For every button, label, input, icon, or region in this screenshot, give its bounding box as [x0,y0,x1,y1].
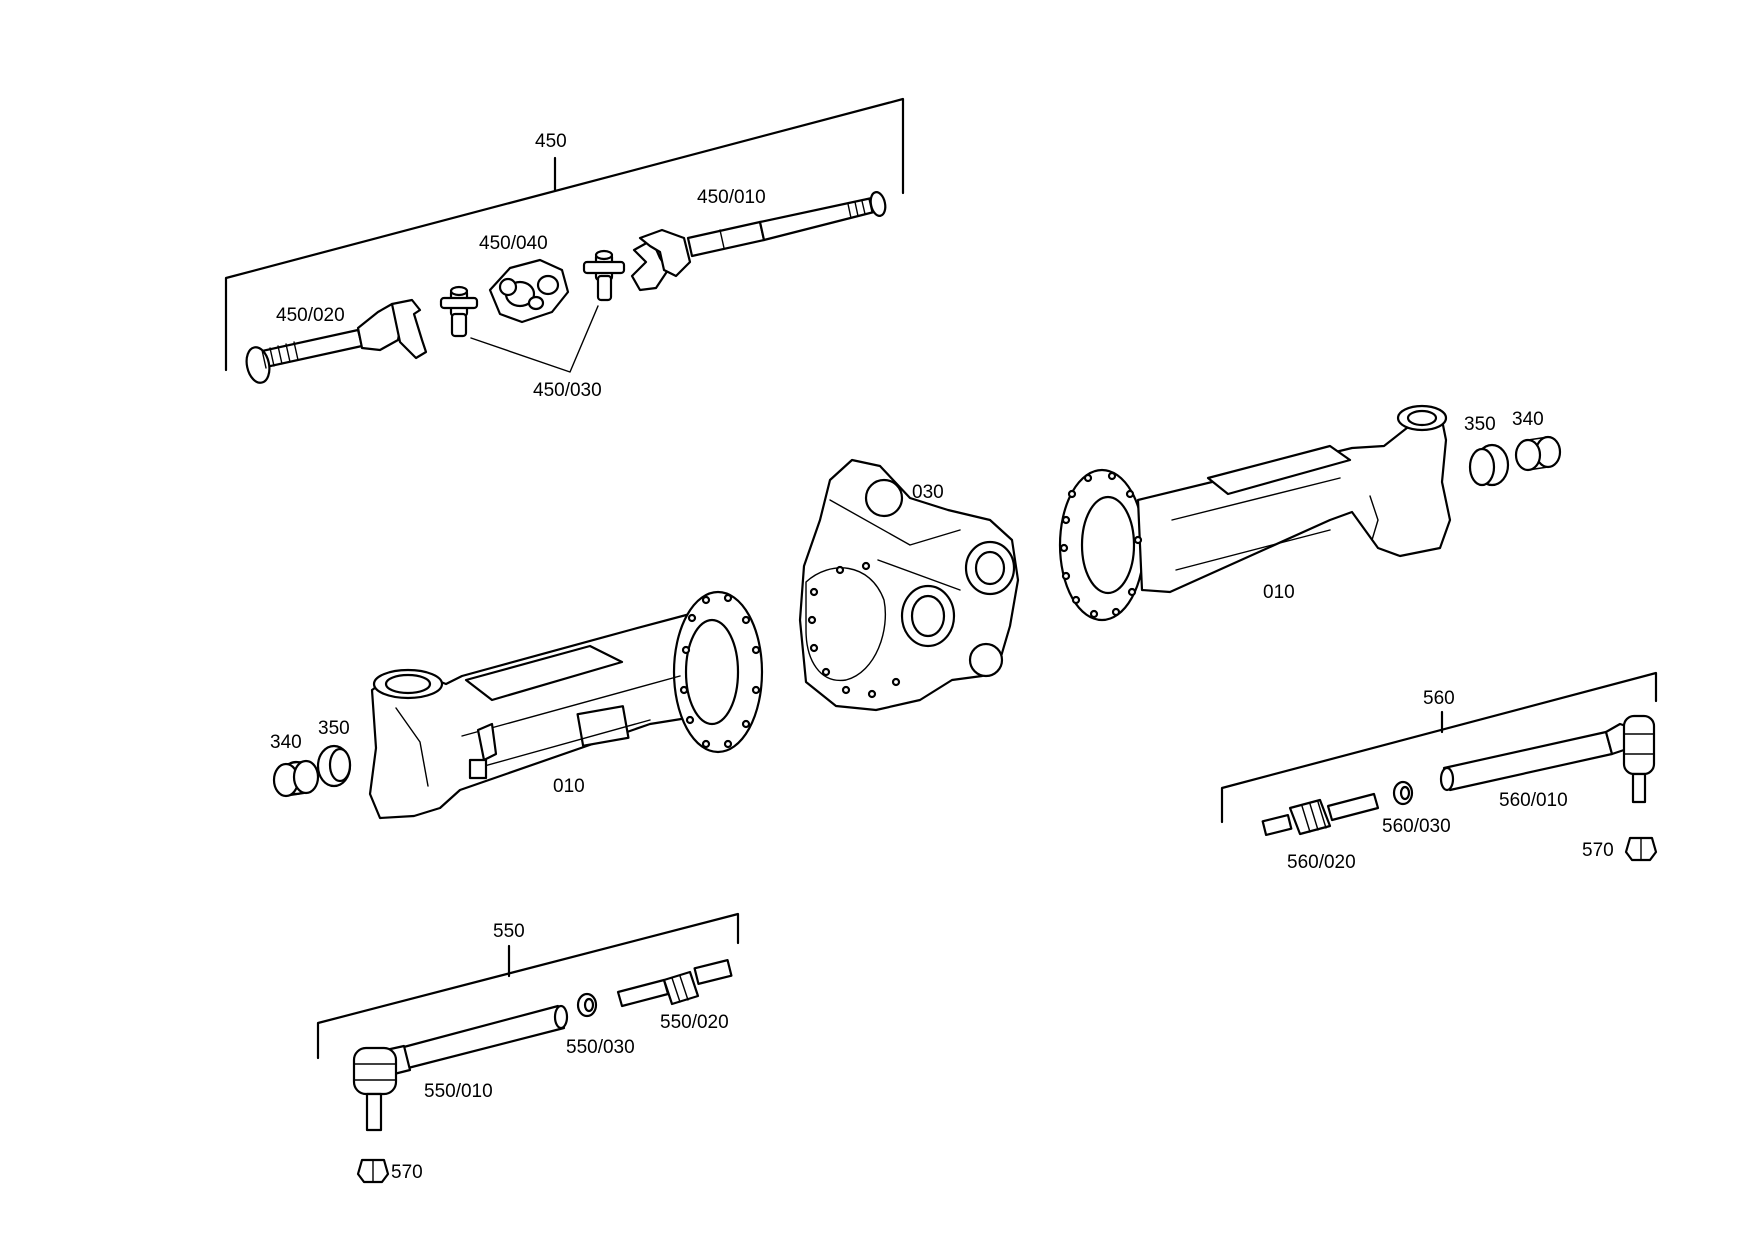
part-570-left-nut [356,1158,390,1184]
part-450-030-cross-left [439,285,479,338]
part-450-020-shaft [245,298,428,384]
leader-450-030 [470,305,599,373]
part-550-020-threaded-end [616,959,733,1008]
label-450-010: 450/010 [697,187,766,208]
label-010-left: 010 [553,776,585,797]
part-560-030-nut [1392,780,1414,806]
part-010-left-housing [368,590,764,820]
label-570-left: 570 [391,1162,423,1183]
group-450-bracket [224,97,905,372]
part-560-010-tie-rod [1439,714,1656,804]
label-550-020: 550/020 [660,1012,729,1033]
label-560-020: 560/020 [1287,852,1356,873]
label-450-030: 450/030 [533,380,602,401]
part-560-020-threaded-end [1261,792,1380,837]
part-550-030-nut [576,992,598,1018]
label-570-right: 570 [1582,840,1614,861]
label-350-left: 350 [318,718,350,739]
label-560-030: 560/030 [1382,816,1451,837]
label-560-010: 560/010 [1499,790,1568,811]
part-340-right-ring [1514,435,1562,472]
part-450-030-cross-right [582,249,626,302]
part-010-right-housing [1058,404,1452,622]
part-450-010-shaft [630,191,887,292]
label-450-040: 450/040 [479,233,548,254]
label-030: 030 [912,482,944,503]
part-350-right-ring [1468,443,1510,487]
part-350-left-ring [316,744,352,788]
part-570-right-nut [1624,836,1658,862]
group-550-bracket [316,912,740,1060]
part-550-010-tie-rod [352,1004,569,1132]
label-450: 450 [535,131,567,152]
label-340-right: 340 [1512,409,1544,430]
label-350-right: 350 [1464,414,1496,435]
label-560: 560 [1423,688,1455,709]
group-560-bracket [1220,671,1658,824]
part-340-left-ring [272,759,320,798]
part-030-center-housing [798,458,1020,712]
label-010-right: 010 [1263,582,1295,603]
part-450-040-coupling [488,258,570,324]
label-340-left: 340 [270,732,302,753]
label-450-020: 450/020 [276,305,345,326]
label-550-030: 550/030 [566,1037,635,1058]
label-550-010: 550/010 [424,1081,493,1102]
label-550: 550 [493,921,525,942]
